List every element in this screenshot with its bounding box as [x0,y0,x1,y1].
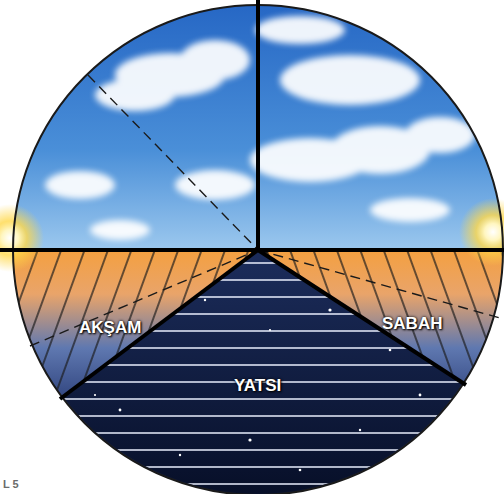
region-name: YATSI [234,376,281,396]
sun [0,204,44,272]
yatsi-region: YATSI [228,374,287,398]
region-name: AKŞAM [79,318,141,338]
sun [459,198,504,266]
region-name: SABAH [382,314,442,334]
sabah-region: SABAH [376,312,448,336]
figure-number: L 5 [3,478,19,490]
aksam-region: AKŞAM [73,316,147,340]
